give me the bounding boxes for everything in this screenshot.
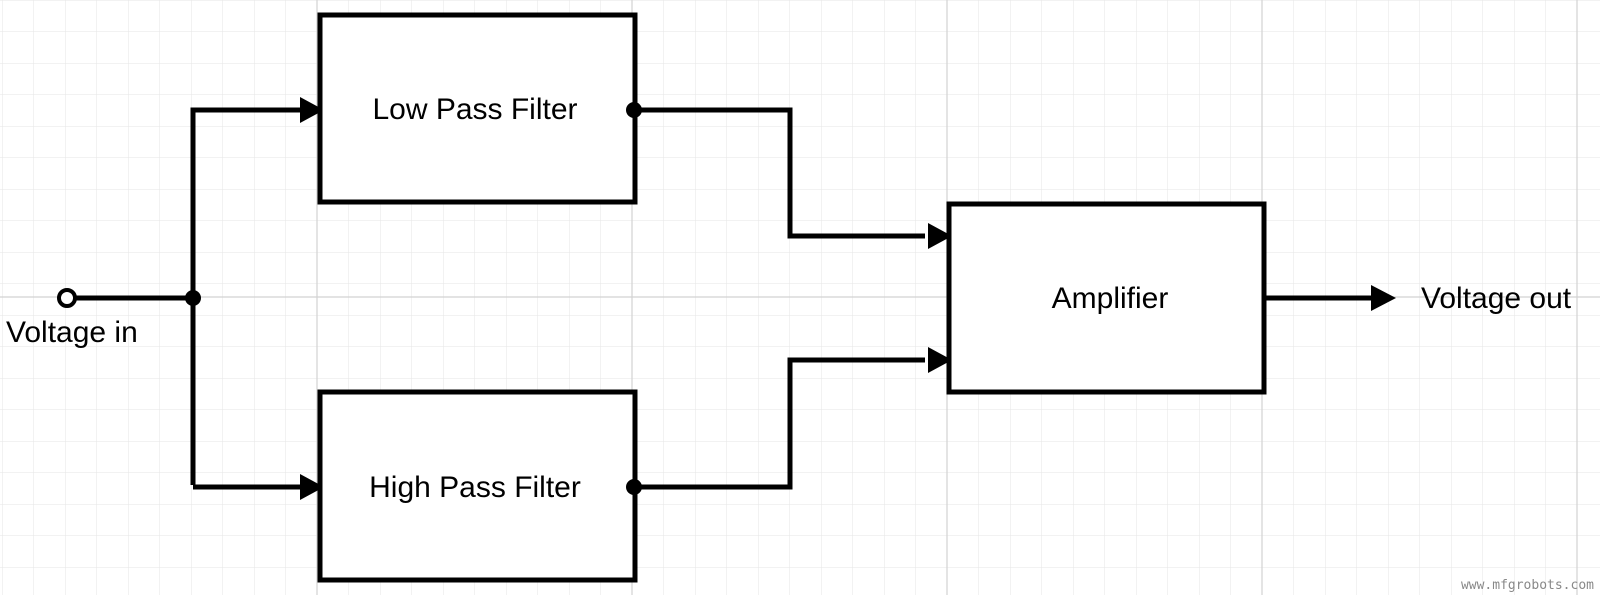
arrowheads (300, 97, 1396, 500)
amplifier-block (946, 201, 1267, 395)
low-pass-output-dot (626, 102, 642, 118)
input-terminal-icon (57, 288, 77, 308)
output-arrow-icon (1371, 285, 1396, 311)
high-pass-input-arrow-icon (300, 474, 324, 500)
watermark: www.mfgrobots.com (1461, 578, 1594, 593)
voltage-out-label: Voltage out (1421, 282, 1572, 315)
split-junction-dot (185, 290, 201, 306)
split-wire (190, 107, 303, 485)
high-pass-filter-block (317, 389, 638, 583)
low-pass-input-arrow-icon (300, 97, 324, 123)
junction-dots (185, 102, 642, 495)
amplifier-label: Amplifier (1052, 282, 1169, 315)
voltage-in-label: Voltage in (6, 316, 138, 349)
amplifier-input-arrow-icon (928, 223, 952, 249)
low-pass-output-wire (633, 107, 925, 239)
high-pass-filter-label: High Pass Filter (369, 471, 581, 504)
low-pass-filter-label: Low Pass Filter (372, 93, 577, 126)
high-pass-output-dot (626, 479, 642, 495)
amplifier-input-arrow-icon (928, 347, 952, 373)
high-pass-output-wire (633, 357, 925, 490)
low-pass-filter-block (317, 12, 638, 205)
wires (72, 107, 1372, 490)
